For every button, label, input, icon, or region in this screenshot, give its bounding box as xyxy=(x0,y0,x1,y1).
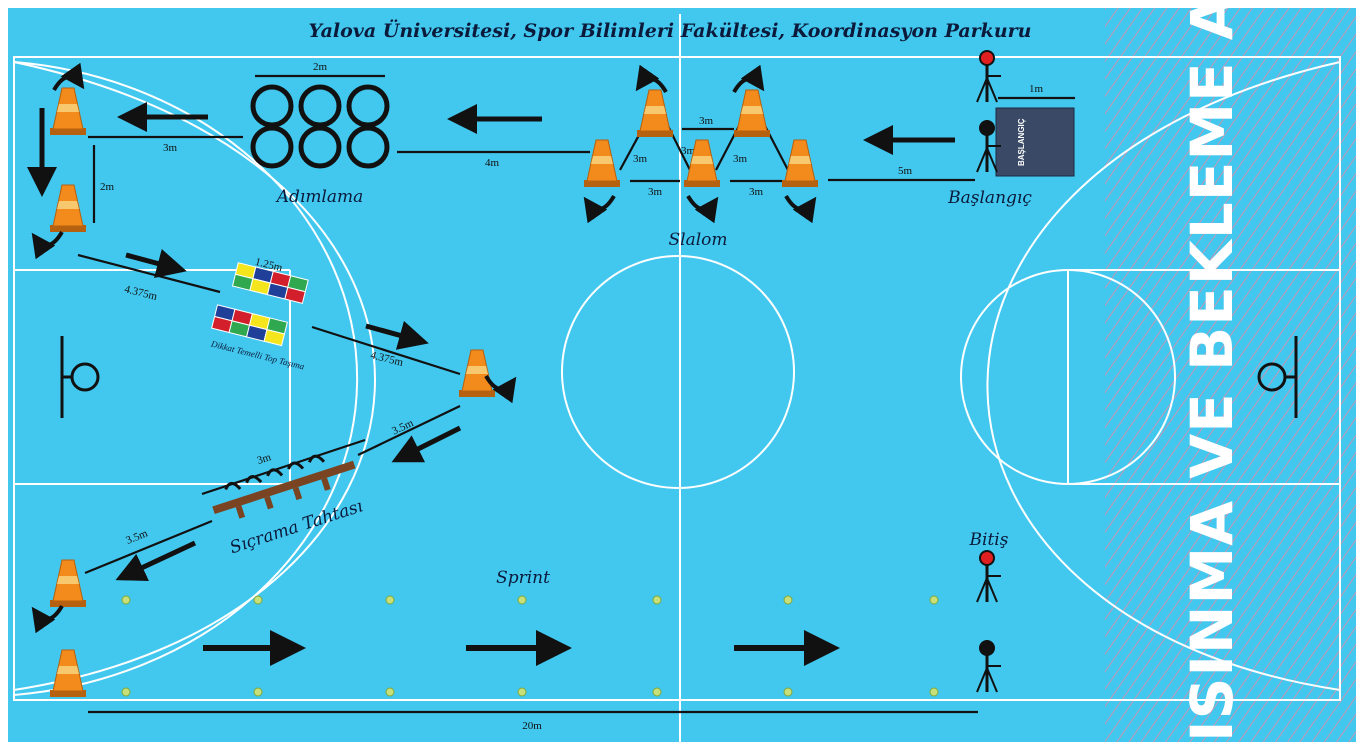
curved-arrow-icon xyxy=(31,604,64,634)
marker-dot-icon xyxy=(783,595,793,605)
measure-label: 5m xyxy=(898,165,913,177)
cone-icon xyxy=(459,349,495,397)
measure-label: 3m xyxy=(163,142,178,154)
marker-dot-icon xyxy=(121,595,131,605)
straight-arrow-icon xyxy=(365,320,429,350)
marker-dot-icon xyxy=(121,687,131,697)
measure-label: 1m xyxy=(1029,83,1044,95)
marker-dot-icon xyxy=(385,595,395,605)
agility-rings xyxy=(250,84,390,169)
page-title: Yalova Üniversitesi, Spor Bilimleri Fakü… xyxy=(309,19,1032,42)
cone-icon xyxy=(782,139,818,187)
warmup-area xyxy=(1105,8,1356,742)
marker-dot-icon xyxy=(929,687,939,697)
marker-dot-icon xyxy=(385,687,395,697)
start-box: BAŞLANGIÇ xyxy=(995,107,1075,177)
sprint-markers-group xyxy=(121,595,939,697)
marker-dot-icon xyxy=(253,595,263,605)
timing-gates-group xyxy=(976,50,1001,693)
station-label-baslangic: Başlangıç xyxy=(947,188,1032,208)
timing-gate-icon xyxy=(976,50,1001,103)
marker-dot-icon xyxy=(783,687,793,697)
straight-arrows-group xyxy=(27,102,955,666)
station-label-sprint: Sprint xyxy=(496,568,550,588)
measure-lines xyxy=(77,74,1075,714)
marker-dot-icon xyxy=(929,595,939,605)
curved-arrow-icon xyxy=(484,374,517,404)
warmup-area-label: ISINMA VE BEKLEME ALANI xyxy=(1178,0,1246,742)
cone-icon xyxy=(584,139,620,187)
measure-label: 3m xyxy=(256,451,273,467)
curved-arrow-icon xyxy=(732,64,765,94)
measure-label: 3m xyxy=(733,153,748,165)
cone-icon xyxy=(50,184,86,232)
measure-label: 20m xyxy=(522,720,542,732)
measure-label: 3m xyxy=(633,153,648,165)
marker-dot-icon xyxy=(652,595,662,605)
curved-arrow-icon xyxy=(635,64,668,94)
basketball-hoop-icon xyxy=(60,336,100,418)
curved-arrow-icon xyxy=(686,194,719,224)
curved-arrow-icon xyxy=(52,62,85,92)
timing-gate-icon xyxy=(976,550,1001,603)
curved-arrows-group xyxy=(31,62,817,634)
measure-label: 2m xyxy=(313,61,328,73)
curved-arrow-icon xyxy=(784,194,817,224)
straight-arrow-icon xyxy=(125,249,187,279)
measure-label: 3m xyxy=(681,145,696,157)
cone-icon xyxy=(637,89,673,137)
marker-dot-icon xyxy=(253,687,263,697)
station-label-adimlama: Adımlama xyxy=(275,187,364,207)
straight-arrow-icon xyxy=(115,540,197,582)
measure-label: 4m xyxy=(485,157,500,169)
station-label-slalom: Slalom xyxy=(668,230,727,250)
straight-arrow-icon xyxy=(391,425,462,463)
marker-dot-icon xyxy=(652,687,662,697)
color-mat-icon xyxy=(211,262,309,347)
start-box-label: BAŞLANGIÇ xyxy=(1017,118,1026,166)
hurdle-icon xyxy=(212,454,356,519)
measure-label: 3m xyxy=(749,186,764,198)
marker-dot-icon xyxy=(517,595,527,605)
curved-arrow-icon xyxy=(31,230,64,260)
cones-group xyxy=(50,87,818,697)
timing-gate-icon xyxy=(976,640,1001,693)
basketball-hoop-icon xyxy=(1257,336,1298,418)
measure-label: 2m xyxy=(100,181,115,193)
cone-icon xyxy=(684,139,720,187)
measure-label: 3m xyxy=(699,115,714,127)
cone-icon xyxy=(50,649,86,697)
timing-gate-icon xyxy=(976,120,1001,173)
cone-icon xyxy=(50,559,86,607)
curved-arrow-icon xyxy=(583,194,616,224)
marker-dot-icon xyxy=(517,687,527,697)
measure-label: 3m xyxy=(648,186,663,198)
station-label-bitis: Bitiş xyxy=(969,530,1009,550)
